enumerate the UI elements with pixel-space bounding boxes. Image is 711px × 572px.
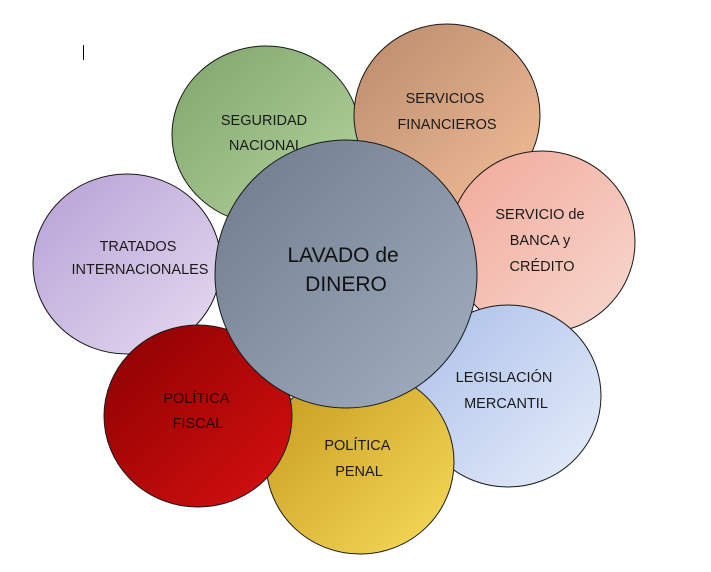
center-label-line: DINERO <box>305 273 387 296</box>
petal-label-line: NACIONAL <box>229 138 303 154</box>
petal-label-line: SEGURIDAD <box>221 113 307 129</box>
svg-text:POLÍTICA PENAL: POLÍTICA PENAL <box>324 437 393 480</box>
text-cursor <box>83 45 84 60</box>
petal-label-line: INTERNACIONALES <box>72 262 209 278</box>
svg-text:LEGISLACIÓN MERCANTIL: LEGISLACIÓN MERCANTIL <box>456 369 557 412</box>
center-label-line: LAVADO de <box>287 244 398 267</box>
petal-label-line: FINANCIEROS <box>397 117 496 133</box>
svg-text:TRATADOS INTERNACIONALES: TRATADOS INTERNACIONALES <box>72 239 209 278</box>
petal-label-line: LEGISLACIÓN <box>456 369 553 386</box>
svg-text:LAVADO de DINERO: LAVADO de DINERO <box>287 244 404 296</box>
petal-servicio-banca-credito: SERVICIO de BANCA y CRÉDITO <box>448 150 636 334</box>
petal-tratados-internacionales: TRATADOS INTERNACIONALES <box>32 173 222 355</box>
svg-text:SERVICIOS FINANCIEROS: SERVICIOS FINANCIEROS <box>397 91 496 133</box>
petal-label-line: POLÍTICA <box>324 437 390 454</box>
petal-label-line: CRÉDITO <box>510 258 575 275</box>
petal-politica-penal: POLÍTICA PENAL <box>265 369 455 555</box>
petal-label-line: MERCANTIL <box>464 396 548 412</box>
petal-label-line: SERVICIO de <box>495 207 584 223</box>
svg-text:SERVICIO de BANCA y: SERVICIO de BANCA y CRÉDITO <box>495 207 588 275</box>
petal-label-line: SERVICIOS <box>406 91 485 107</box>
petal-label-line: TRATADOS <box>100 239 177 255</box>
petal-politica-fiscal: POLÍTICA FISCAL <box>103 324 293 508</box>
petal-label-line: BANCA y <box>510 233 571 249</box>
center-lavado-de-dinero: LAVADO de DINERO <box>214 139 478 409</box>
svg-text:SEGURIDAD NACIONAL: SEGURIDAD NACIONAL <box>221 113 311 154</box>
petal-label-line: FISCAL <box>173 416 224 432</box>
center-circle <box>214 139 478 409</box>
petal-label-line: POLÍTICA <box>163 390 229 407</box>
petal-label-line: PENAL <box>335 464 383 480</box>
petal-circle <box>103 324 293 508</box>
petal-legislacion-mercantil: LEGISLACIÓN MERCANTIL <box>414 304 602 488</box>
svg-text:POLÍTICA FISCAL: POLÍTICA FISCAL <box>163 390 232 432</box>
